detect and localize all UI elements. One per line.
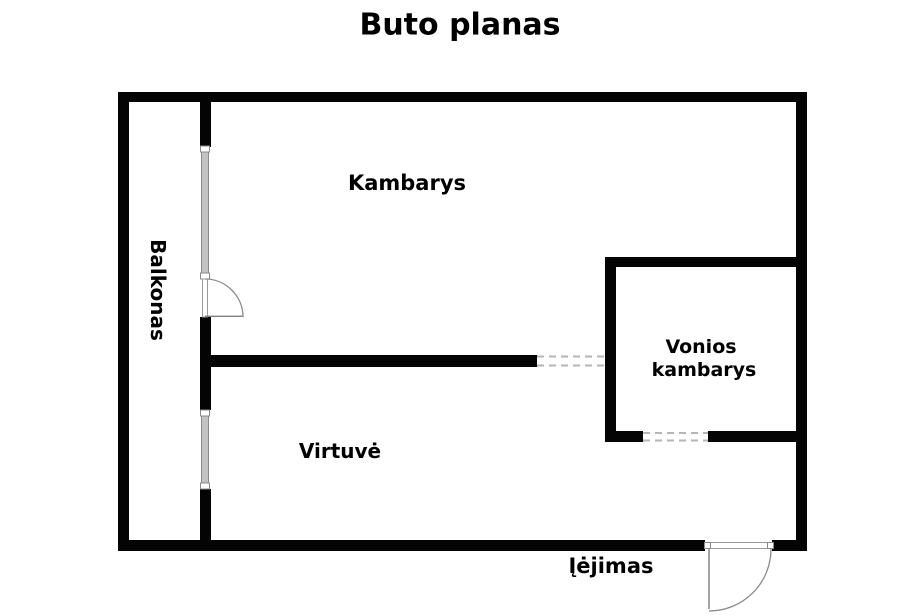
window-1-bottom-cap [200, 272, 210, 280]
room-label-iejimas: Įėjimas [568, 554, 653, 578]
outer-wall-bottom-left-segment [118, 540, 705, 551]
outer-wall-right [796, 92, 807, 551]
entrance-threshold-left-cap [704, 542, 711, 549]
room-label-virtuve: Virtuvė [299, 439, 381, 463]
balcony-wall-lower-segment [200, 489, 211, 551]
entrance-threshold [704, 542, 774, 549]
balcony-door-swing-arc [204, 278, 244, 318]
window-2-glass [201, 415, 209, 484]
bathroom-wall-bottom-right-segment [708, 431, 796, 442]
room-label-vonios-line2: kambarys [652, 359, 757, 381]
bathroom-wall-top [605, 257, 796, 267]
room-label-balkonas: Balkonas [146, 239, 170, 341]
bathroom-wall-left [605, 257, 616, 442]
outer-wall-bottom-right-segment [772, 540, 807, 551]
window-1-top-cap [200, 145, 210, 153]
page-title: Buto planas [359, 8, 560, 43]
window-2-top-cap [200, 409, 210, 417]
balcony-wall-upper-segment [200, 92, 211, 147]
kitchen-room-divider-wall [205, 355, 537, 367]
entrance-door-swing-arc [708, 548, 772, 612]
window-1-glass [201, 151, 209, 274]
room-label-vonios-line1: Vonios [665, 336, 736, 358]
window-2-bottom-cap [200, 482, 210, 490]
outer-wall-top [118, 92, 807, 102]
room-label-kambarys: Kambarys [348, 171, 466, 195]
entrance-threshold-right-cap [767, 542, 774, 549]
balcony-door-leaf [202, 278, 208, 318]
bathroom-wall-bottom-left-segment [605, 431, 643, 442]
outer-wall-left [118, 92, 129, 551]
